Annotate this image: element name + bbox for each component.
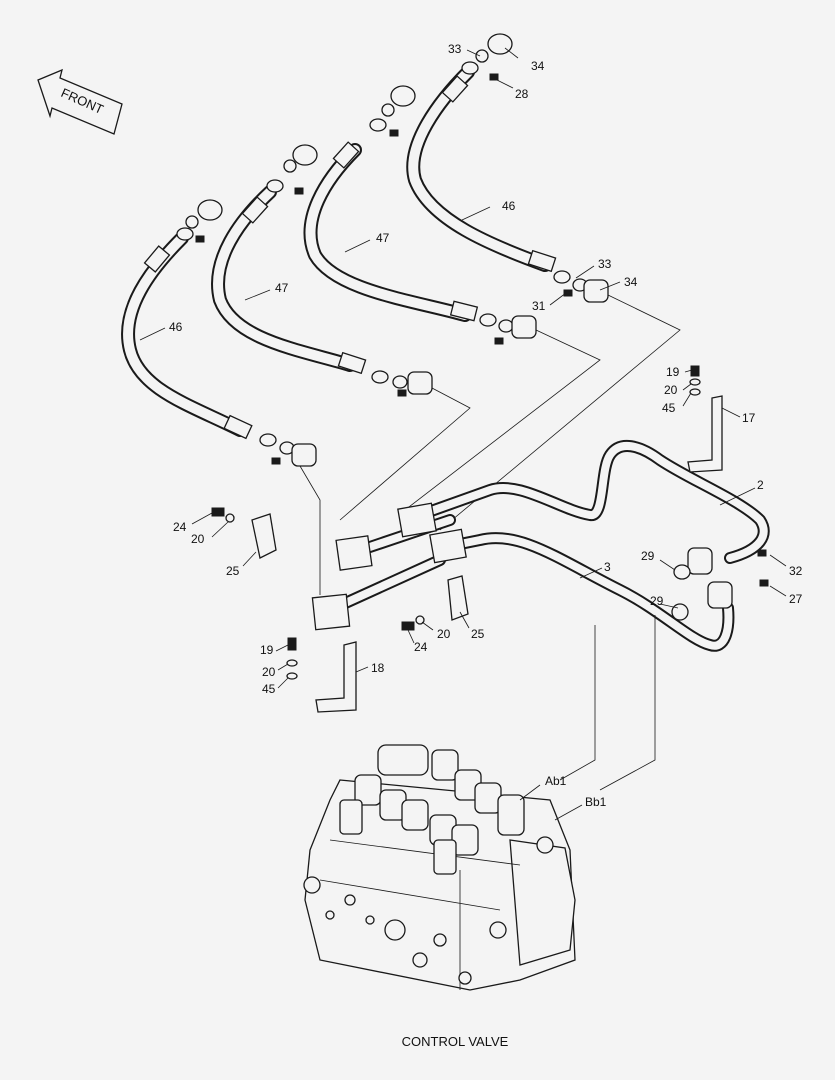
callout-25: 25: [471, 627, 485, 641]
callout-45: 45: [262, 682, 276, 696]
callout-labels: 33 34 28 46 47 47 46 33 34 31 19 20 45 1…: [169, 42, 803, 809]
callout-29: 29: [641, 549, 655, 563]
callout-33: 33: [598, 257, 612, 271]
front-arrow: FRONT: [37, 68, 123, 135]
pipe-2: [414, 440, 770, 564]
callout-24: 24: [173, 520, 187, 534]
callout-47: 47: [275, 281, 289, 295]
callout-25: 25: [226, 564, 240, 578]
valve-connection-lines: [559, 615, 656, 791]
hose-46-right: [406, 33, 609, 303]
bracket-17: [687, 365, 723, 473]
clamp-25-right: [401, 575, 469, 631]
clamp-25-left: [211, 507, 277, 559]
valve-ports: [303, 836, 554, 985]
callout-20: 20: [191, 532, 205, 546]
callout-29: 29: [650, 594, 664, 608]
callout-46: 46: [502, 199, 516, 213]
hose-46-left: [121, 199, 317, 467]
hose-47-right: [303, 85, 537, 339]
bolt-fittings: [195, 73, 573, 465]
callout-31: 31: [532, 299, 546, 313]
callout-46: 46: [169, 320, 183, 334]
callout-34: 34: [531, 59, 545, 73]
callout-18: 18: [371, 661, 385, 675]
callout-17: 17: [742, 411, 756, 425]
pipe-blocks: [311, 502, 467, 631]
callout-34: 34: [624, 275, 638, 289]
callout-47: 47: [376, 231, 390, 245]
callout-Bb1: Bb1: [585, 795, 607, 809]
callout-19: 19: [666, 365, 680, 379]
callout-leaders: [139, 47, 787, 821]
valve-spools: [339, 744, 525, 875]
callout-3: 3: [604, 560, 611, 574]
callout-24: 24: [414, 640, 428, 654]
connection-lines: [299, 294, 681, 595]
bracket-18: [286, 637, 357, 713]
pipe-flanges: [671, 547, 769, 621]
callout-33: 33: [448, 42, 462, 56]
hose-47-left: [211, 144, 433, 395]
callout-20: 20: [664, 383, 678, 397]
control-valve: [303, 744, 576, 991]
callout-20: 20: [437, 627, 451, 641]
pipe-3: [449, 532, 735, 652]
callout-20: 20: [262, 665, 276, 679]
callout-19: 19: [260, 643, 274, 657]
callout-28: 28: [515, 87, 529, 101]
callout-32: 32: [789, 564, 803, 578]
callout-Ab1: Ab1: [545, 774, 567, 788]
diagram-caption: CONTROL VALVE: [402, 1034, 509, 1049]
callout-45: 45: [662, 401, 676, 415]
callout-27: 27: [789, 592, 803, 606]
callout-2: 2: [757, 478, 764, 492]
